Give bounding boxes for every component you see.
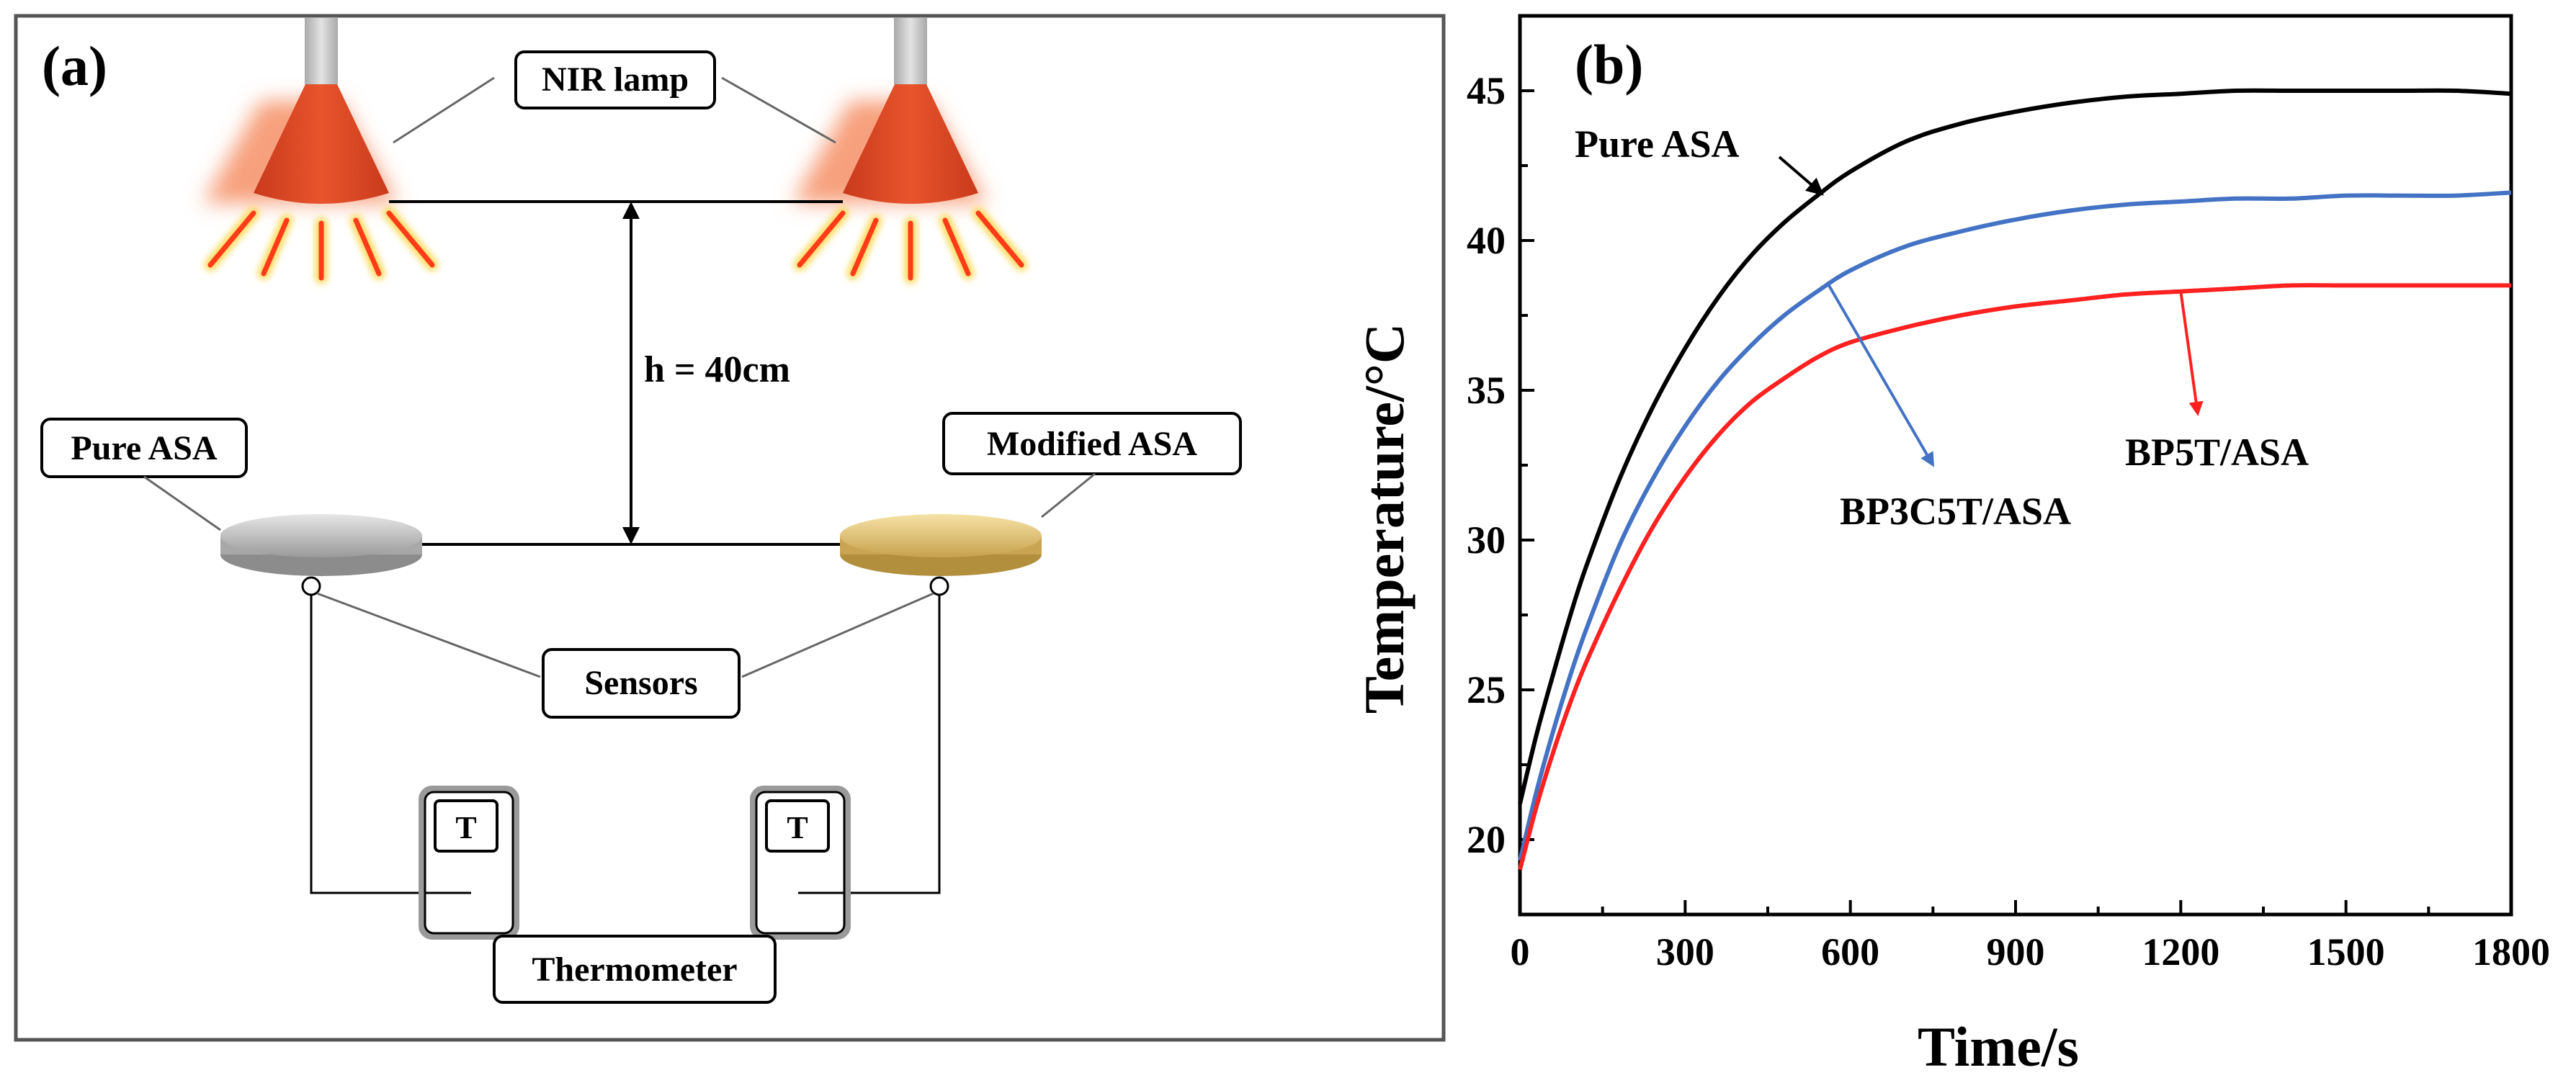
right-nir-lamp — [792, 18, 1027, 284]
series-line-bp5t-asa — [1518, 283, 2511, 871]
y-tick-label: 20 — [1467, 818, 1506, 861]
modified-asa-label: Modified ASA — [987, 425, 1197, 463]
y-tick-label: 25 — [1467, 668, 1506, 711]
sensors-label-box — [542, 648, 741, 719]
annotation-arrow-bp5t-asa — [2179, 291, 2204, 416]
height-label: h = 40cm — [644, 349, 790, 390]
annotation-arrow-pure-asa — [1778, 156, 1824, 196]
x-tick-label: 900 — [1987, 930, 2045, 974]
x-tick-label: 1200 — [2142, 930, 2219, 974]
modified-asa-leader — [1041, 472, 1096, 518]
panel-b-label: (b) — [1575, 33, 1643, 96]
pure-asa-leader — [143, 475, 221, 531]
left-lamp-shade — [254, 84, 389, 204]
thermometer-label: Thermometer — [532, 951, 737, 989]
right-lamp-shade — [843, 84, 978, 204]
left-lamp-rays — [207, 210, 435, 281]
annotation-label-bp3c5t-asa: BP3C5T/ASA — [1840, 490, 2071, 533]
y-tick-label: 40 — [1467, 219, 1506, 262]
y-axis-label: Temperature/°C — [1353, 323, 1416, 714]
y-tick-label: 35 — [1467, 369, 1506, 412]
right-thermometer: T — [750, 786, 851, 940]
left-thermometer: T — [419, 786, 519, 940]
x-tick-label: 600 — [1821, 930, 1879, 974]
annotation-label-pure-asa: Pure ASA — [1575, 122, 1740, 166]
sensor-leader-left — [316, 592, 541, 678]
panel-a-label: (a) — [42, 35, 107, 97]
x-tick-label: 0 — [1511, 930, 1530, 974]
nir-leader-right — [721, 76, 836, 144]
series-line-bp3c5t-asa — [1518, 190, 2512, 861]
y-tick-label: 30 — [1467, 518, 1506, 562]
nir-leader-left — [393, 76, 495, 144]
pure-asa-disc — [220, 514, 422, 576]
x-tick-label: 300 — [1656, 930, 1714, 974]
x-axis: 0 300 600 900 1200 1500 1800 — [1511, 900, 2550, 974]
left-nir-lamp — [203, 18, 438, 284]
left-wire — [310, 595, 471, 894]
annotation-label-bp5t-asa: BP5T/ASA — [2125, 431, 2309, 474]
x-axis-label: Time/s — [1918, 1015, 2079, 1078]
nir-lamp-label-box — [514, 50, 716, 109]
right-sensor — [929, 576, 949, 596]
left-sensor — [301, 576, 321, 596]
panel-a: (a) — [14, 14, 1446, 1042]
right-lamp-neck — [894, 18, 927, 84]
x-tick-label: 1500 — [2307, 930, 2385, 974]
modified-asa-label-box — [942, 412, 1242, 475]
sensor-leader-right — [741, 592, 934, 678]
sensors-label: Sensors — [584, 664, 697, 702]
right-thermometer-t: T — [787, 810, 808, 845]
y-tick-label: 45 — [1467, 69, 1506, 112]
annotation-arrow-bp3c5t-asa — [1827, 284, 1935, 467]
thermometer-label-box — [493, 935, 777, 1004]
nir-lamp-label: NIR lamp — [542, 60, 689, 99]
x-tick-label: 1800 — [2472, 930, 2550, 974]
series-layer — [1518, 88, 2512, 871]
left-lamp-neck — [305, 18, 338, 84]
series-line-pure-asa — [1518, 88, 2512, 804]
right-lamp-rays — [797, 210, 1024, 281]
pure-asa-label: Pure ASA — [71, 429, 217, 467]
left-thermometer-t: T — [455, 810, 476, 845]
modified-asa-disc — [840, 514, 1042, 576]
annotation-layer: Pure ASA BP3C5T/ASA BP5T/ASA — [1575, 122, 2309, 533]
